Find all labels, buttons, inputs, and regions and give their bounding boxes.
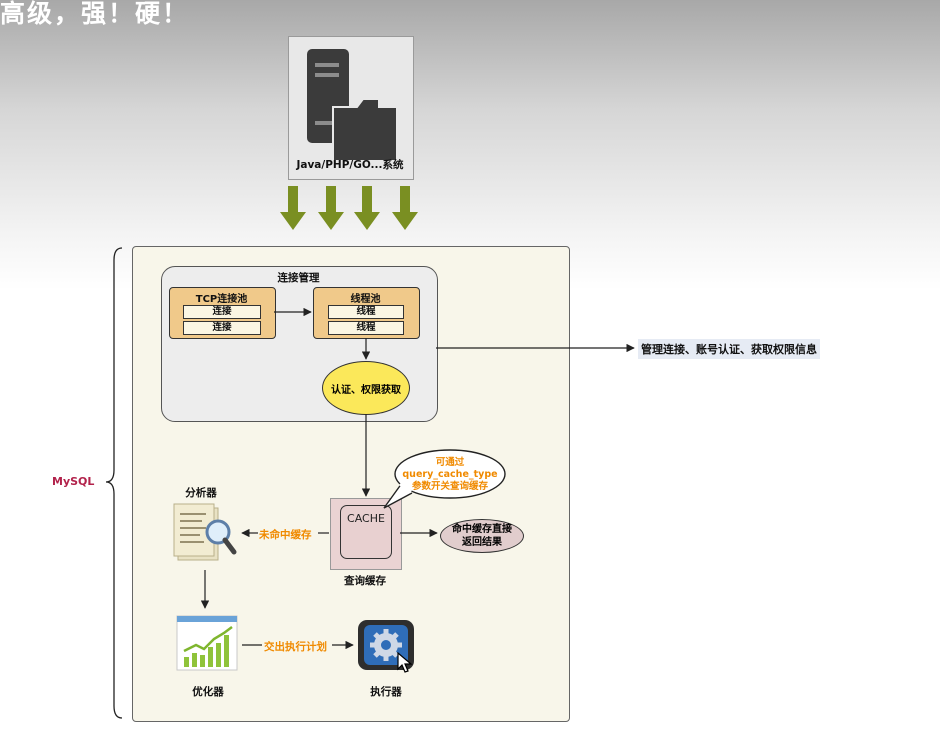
optimizer-label: 优化器 [192,686,224,698]
mysql-label: MySQL [52,475,95,488]
query-cache-label: 查询缓存 [344,575,386,587]
execution-plan-label: 交出执行计划 [264,641,327,653]
bubble-line: 可通过 [435,457,465,468]
mysql-bracket [105,247,123,719]
mouse-cursor-icon [397,652,413,673]
cache-hit-line: 返回结果 [462,537,502,548]
bubble-line: query_cache_type [402,469,498,480]
client-system-label: Java/PHP/GO...系统 [296,159,404,171]
cache-hit-line: 命中缓存直接 [452,524,512,535]
tcp-pool-title: TCP连接池 [195,294,248,305]
cache-type-note: 可通过 query_cache_type 参数开关查询缓存 [398,457,502,493]
request-arrows [280,186,418,230]
analyzer-label: 分析器 [185,487,217,499]
auth-node: 认证、权限获取 [322,361,410,415]
tcp-connection-item: 连接 [183,305,261,319]
speech-bubble [383,449,506,509]
cache-hit-node: 命中缓存直接 返回结果 [440,519,524,553]
executor-label: 执行器 [370,686,402,698]
down-arrow-icon [280,186,418,230]
tcp-connection-item: 连接 [183,321,261,335]
bubble-line: 参数开关查询缓存 [411,481,488,492]
connection-management-title: 连接管理 [277,272,320,284]
analyzer-icon [173,503,237,561]
cache-icon: CACHE [340,505,392,559]
optimizer-chart-icon [176,615,238,671]
server-folder-icon [307,49,398,162]
client-system-box [288,36,414,180]
thread-pool-title: 线程池 [350,294,381,305]
banner-title: 高级，强！硬！ [0,0,190,28]
connection-note: 管理连接、账号认证、获取权限信息 [638,339,820,359]
thread-item: 线程 [328,321,404,335]
cache-miss-label: 未命中缓存 [259,529,312,541]
thread-item: 线程 [328,305,404,319]
